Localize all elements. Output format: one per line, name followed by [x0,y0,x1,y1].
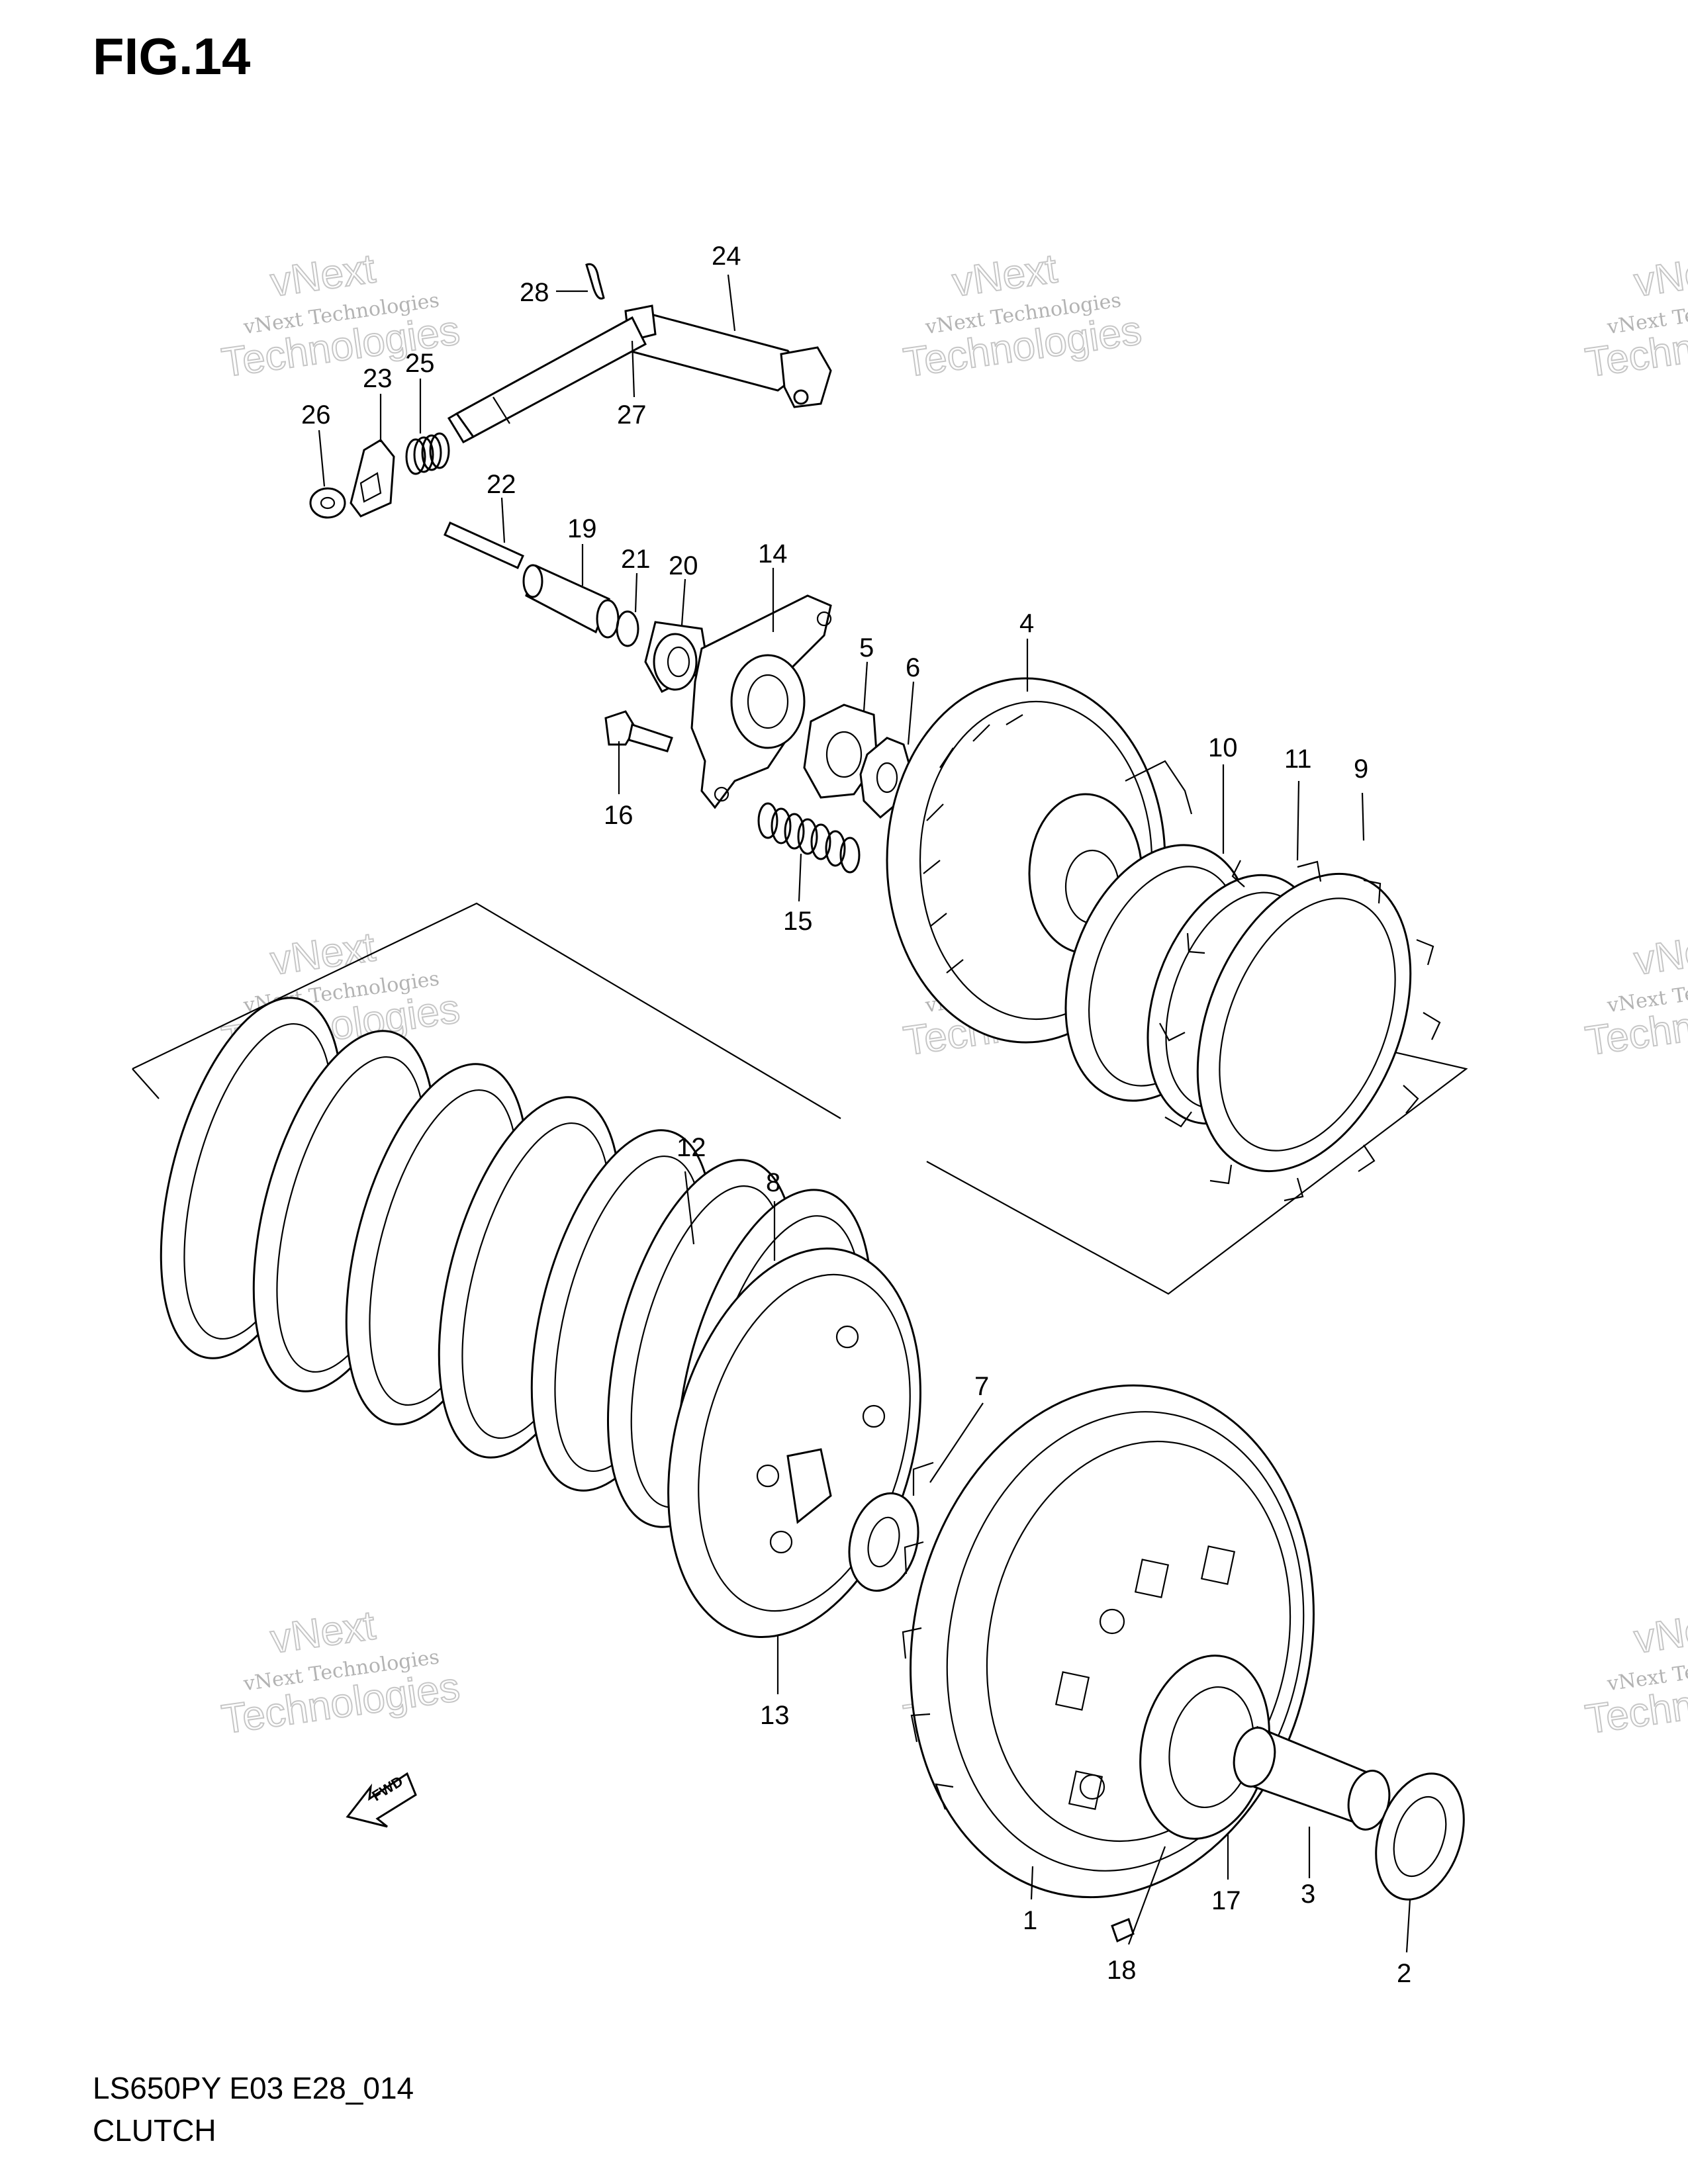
callout-4: 4 [1019,609,1034,638]
part-26-washer [309,487,346,519]
part-16-bolt [604,710,673,752]
callout-18: 18 [1107,1956,1137,1985]
part-9-driven-plate [1159,860,1441,1202]
callout-11: 11 [1284,745,1312,774]
callout-24: 24 [712,242,741,271]
callout-labels: 28 24 23 25 26 27 22 19 21 20 14 5 6 4 1… [301,242,1411,1988]
section-name: CLUTCH [93,2113,216,2148]
part-1-clutch-housing [902,1384,1315,1899]
figure-title: FIG.14 [93,27,251,85]
callout-8: 8 [766,1168,780,1197]
part-22-pushrod [444,522,524,569]
callout-7: 7 [974,1372,989,1401]
callout-2: 2 [1397,1959,1411,1988]
callout-13: 13 [760,1701,790,1730]
watermark-big: vNext [950,246,1060,305]
callout-22: 22 [487,470,516,499]
leader-lines [318,274,1411,1953]
callout-6: 6 [906,653,920,682]
callout-28: 28 [520,278,549,307]
watermark-big: vNext [268,246,379,305]
watermark-big: vNext [1632,1602,1688,1662]
callout-12: 12 [677,1133,706,1162]
callout-20: 20 [669,551,698,580]
part-25-spring [405,432,450,475]
part-27-release-shaft [447,316,647,443]
callout-17: 17 [1211,1886,1241,1915]
part-15-clutch-spring [757,802,861,874]
part-24-release-lever [624,304,832,408]
part-28-cotter-pin [585,263,605,300]
callout-25: 25 [405,349,435,378]
part-20-bearing [644,621,710,693]
callout-5: 5 [859,633,874,662]
callout-19: 19 [567,514,597,543]
plate-set-outline [132,902,841,1119]
callout-14: 14 [758,539,788,569]
callout-16: 16 [604,801,633,830]
part-7-thrust-washer [848,1492,919,1592]
callout-1: 1 [1023,1906,1037,1935]
callout-26: 26 [301,400,331,430]
fwd-arrow-icon: FWD [346,1772,417,1828]
watermark-big: vNext [1632,924,1688,983]
part-21-o-ring [616,610,639,647]
part-23-bracket [350,439,395,518]
model-code: LS650PY E03 E28_014 [93,2071,414,2105]
callout-3: 3 [1301,1880,1315,1909]
part-17-primary-gear [1139,1655,1270,1840]
watermark-big: vNext [268,924,379,983]
part-3-spacer [1233,1725,1391,1831]
part-14-pressure-plate [690,594,832,809]
part-18-pin [1111,1918,1135,1943]
part-2-thrust-washer [1375,1772,1465,1901]
callout-21: 21 [621,545,651,574]
plate-set-outline [926,1038,1468,1295]
callout-10: 10 [1208,733,1238,762]
callout-27: 27 [617,400,647,430]
callout-23: 23 [363,364,393,393]
watermark-big: vNext [1632,246,1688,305]
plate-set-outline [132,1068,160,1099]
part-19-release-piece [522,564,620,639]
callout-15: 15 [783,907,813,936]
watermark-big: vNext [268,1602,379,1662]
callout-9: 9 [1354,754,1368,784]
